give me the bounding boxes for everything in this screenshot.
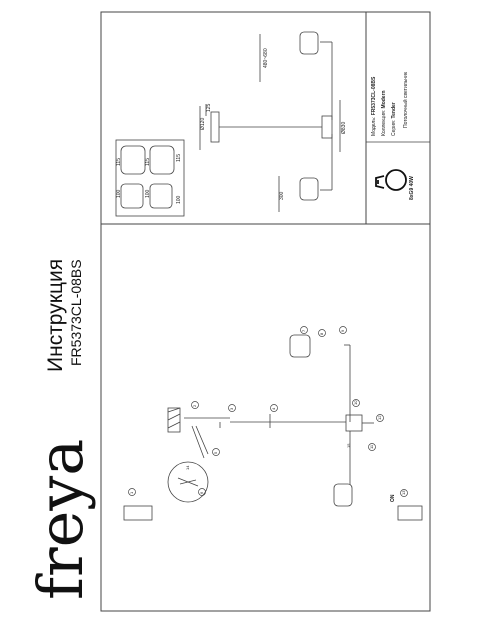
step-6: 6 [199, 491, 204, 494]
step-13: 13 [401, 490, 406, 495]
brand-logo: freya [24, 438, 97, 600]
step-11: 11 [369, 444, 374, 449]
step-2: 2 [192, 404, 197, 407]
bulb-icon [375, 169, 407, 191]
wall-box-1 [123, 505, 153, 521]
dim-shade-w2: 115 [145, 158, 151, 166]
step-4: 4 [271, 407, 276, 410]
info-row-type: Потолочный светильник [403, 72, 409, 128]
model-number: FR5373CL-08BS [68, 259, 84, 366]
info-value: Tender [391, 102, 397, 119]
step-1: 1 [129, 491, 134, 494]
shade-detail [115, 139, 185, 217]
assembly-drawing [123, 334, 423, 521]
frame-outer [100, 11, 431, 612]
info-value: Modern [381, 90, 387, 109]
step-10: 10 [353, 400, 358, 405]
info-row-model: Модель: FR5373CL-08BS [371, 77, 377, 136]
info-row-collection: Коллекция: Modern [381, 90, 387, 136]
info-label: Серия: [391, 119, 397, 136]
dim-overall-diam: Ø830 [341, 121, 347, 134]
step-7: 7 [301, 329, 306, 332]
switch-on-label: ON [390, 494, 396, 503]
dim-span-top: 480~680 [263, 48, 269, 68]
dim-shade-b1: 100 [116, 189, 122, 198]
info-value: FR5373CL-08BS [371, 76, 377, 116]
step-3: 3 [229, 407, 234, 410]
page-title: Инструкция [44, 258, 67, 372]
dim-shade-b2: 100 [145, 189, 151, 198]
step-15: 15 [346, 443, 351, 448]
info-row-series: Серия: Tender [391, 102, 397, 136]
dim-canopy-diam: Ø120 [200, 117, 206, 130]
step-14: 14 [185, 465, 190, 470]
step-8: 8 [319, 332, 324, 335]
dim-bottom: 300 [279, 191, 285, 200]
dimension-drawing [199, 31, 341, 212]
dim-shade-h2: 100 [176, 195, 182, 204]
dim-shade-h1: 115 [176, 154, 182, 162]
info-label: Модель: [371, 116, 377, 136]
dim-canopy-height: 125 [206, 103, 212, 112]
step-12: 12 [377, 415, 382, 420]
step-markers [128, 326, 408, 497]
step-9: 9 [340, 329, 345, 332]
bulb-label: 8xG9 40W [409, 176, 415, 200]
step-5: 5 [213, 451, 218, 454]
dim-shade-w1: 115 [116, 158, 122, 166]
wall-box-2 [397, 505, 423, 521]
info-label: Коллекция: [381, 109, 387, 136]
info-value: Потолочный светильник [403, 71, 409, 128]
